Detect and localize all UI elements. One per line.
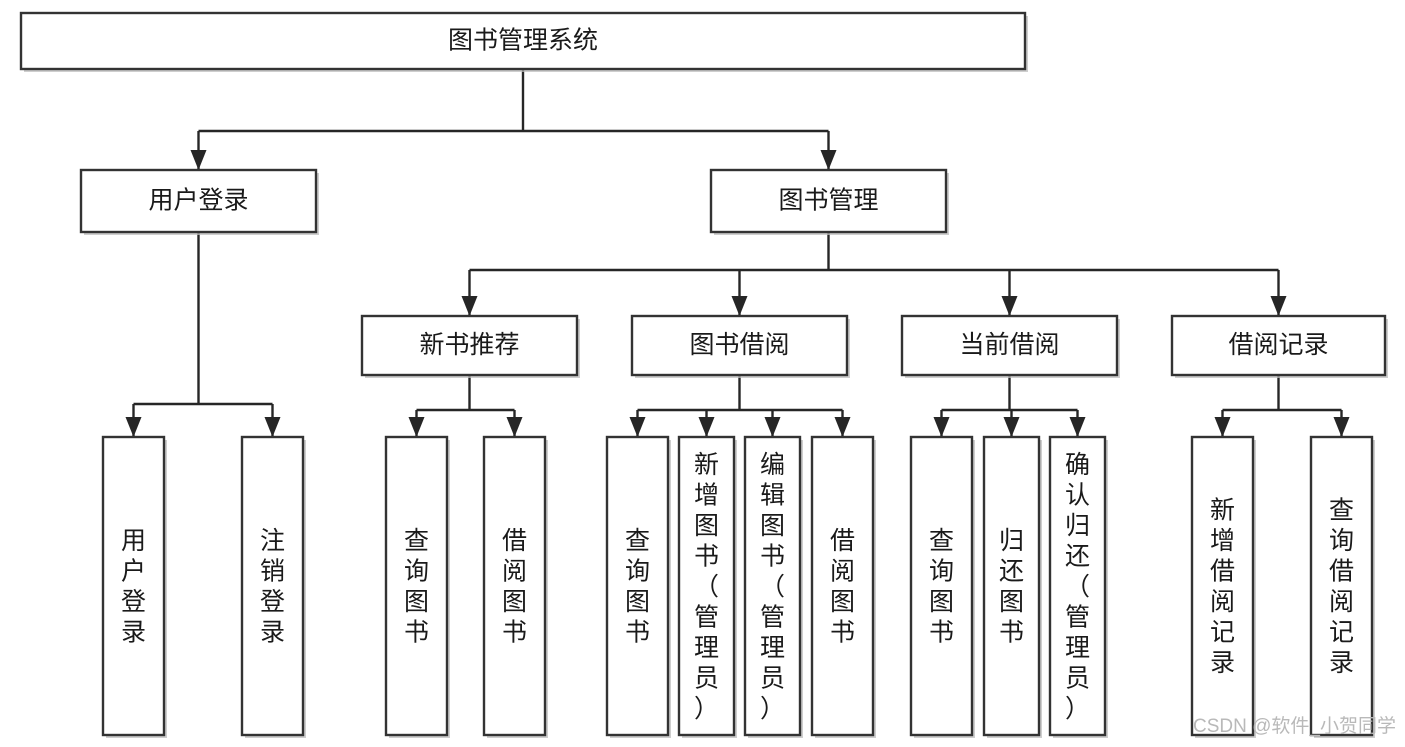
node-box[interactable] [709, 168, 948, 234]
node-leaf-edit-book-admin[interactable]: 编辑图书（管理员） [743, 435, 803, 738]
node-box[interactable] [630, 314, 849, 377]
node-label: 确认归还（管理员） [1065, 451, 1090, 723]
node-label: 编辑图书（管理员） [760, 451, 785, 723]
node-leaf-borrow-book[interactable]: 借阅图书 [810, 435, 876, 738]
node-box[interactable] [1309, 435, 1374, 737]
node-label: 图书管理系统 [448, 27, 598, 55]
node-box[interactable] [360, 314, 579, 377]
node-box[interactable] [1170, 314, 1387, 377]
node-leaf-add-book-admin[interactable]: 新增图书（管理员） [677, 435, 737, 738]
node-box[interactable] [1048, 435, 1107, 737]
node-box[interactable] [482, 435, 547, 737]
node-leaf-return-book[interactable]: 归还图书 [982, 435, 1042, 738]
node-box[interactable] [677, 435, 736, 737]
node-label: 注销登录 [260, 527, 285, 647]
node-label: 查询图书 [404, 527, 429, 647]
node-leaf-query-book-recommend[interactable]: 查询图书 [384, 435, 450, 738]
csdn-watermark: CSDN @软件_小贺同学 [1193, 715, 1396, 737]
node-current-borrow[interactable]: 当前借阅 [900, 314, 1120, 378]
node-label: 新书推荐 [419, 331, 519, 359]
node-box[interactable] [240, 435, 305, 737]
node-box[interactable] [982, 435, 1041, 737]
connector-layer [125, 69, 1350, 437]
node-layer: 图书管理系统用户登录图书管理新书推荐图书借阅当前借阅借阅记录用户登录注销登录查询… [19, 11, 1388, 738]
node-leaf-confirm-return-admin[interactable]: 确认归还（管理员） [1048, 435, 1108, 738]
node-box[interactable] [743, 435, 802, 737]
node-label: 图书借阅 [689, 331, 789, 359]
node-box[interactable] [384, 435, 449, 737]
node-leaf-logout-login[interactable]: 注销登录 [240, 435, 306, 738]
node-borrow-record[interactable]: 借阅记录 [1170, 314, 1388, 378]
node-box[interactable] [909, 435, 974, 737]
watermark-layer: CSDN @软件_小贺同学 [1193, 715, 1396, 737]
node-leaf-query-book-current[interactable]: 查询图书 [909, 435, 975, 738]
node-user-login[interactable]: 用户登录 [79, 168, 319, 235]
node-label: 借阅图书 [502, 527, 527, 647]
node-label: 查询图书 [929, 527, 954, 647]
node-book-borrow[interactable]: 图书借阅 [630, 314, 850, 378]
node-box[interactable] [79, 168, 318, 234]
node-leaf-query-book-borrow[interactable]: 查询图书 [605, 435, 671, 738]
node-label: 查询借阅记录 [1329, 497, 1354, 678]
node-label: 图书管理 [778, 187, 878, 215]
node-label: 借阅图书 [830, 527, 855, 647]
node-box[interactable] [900, 314, 1119, 377]
node-leaf-add-borrow-record[interactable]: 新增借阅记录 [1190, 435, 1256, 738]
node-box[interactable] [810, 435, 875, 737]
node-label: 查询图书 [625, 527, 650, 647]
node-label: 新增借阅记录 [1210, 497, 1235, 678]
node-root[interactable]: 图书管理系统 [19, 11, 1028, 72]
node-box[interactable] [1190, 435, 1255, 737]
node-label: 当前借阅 [959, 331, 1059, 359]
node-leaf-user-login[interactable]: 用户登录 [101, 435, 167, 738]
node-box[interactable] [19, 11, 1027, 71]
node-book-manage[interactable]: 图书管理 [709, 168, 949, 235]
node-box[interactable] [605, 435, 670, 737]
node-label: 用户登录 [148, 187, 248, 215]
node-label: 归还图书 [999, 527, 1024, 647]
node-leaf-query-borrow-record[interactable]: 查询借阅记录 [1309, 435, 1375, 738]
node-new-book-recommend[interactable]: 新书推荐 [360, 314, 580, 378]
node-label: 新增图书（管理员） [694, 451, 719, 723]
node-leaf-borrow-book-recommend[interactable]: 借阅图书 [482, 435, 548, 738]
node-label: 借阅记录 [1228, 331, 1328, 359]
node-box[interactable] [101, 435, 166, 737]
node-label: 用户登录 [121, 527, 146, 647]
